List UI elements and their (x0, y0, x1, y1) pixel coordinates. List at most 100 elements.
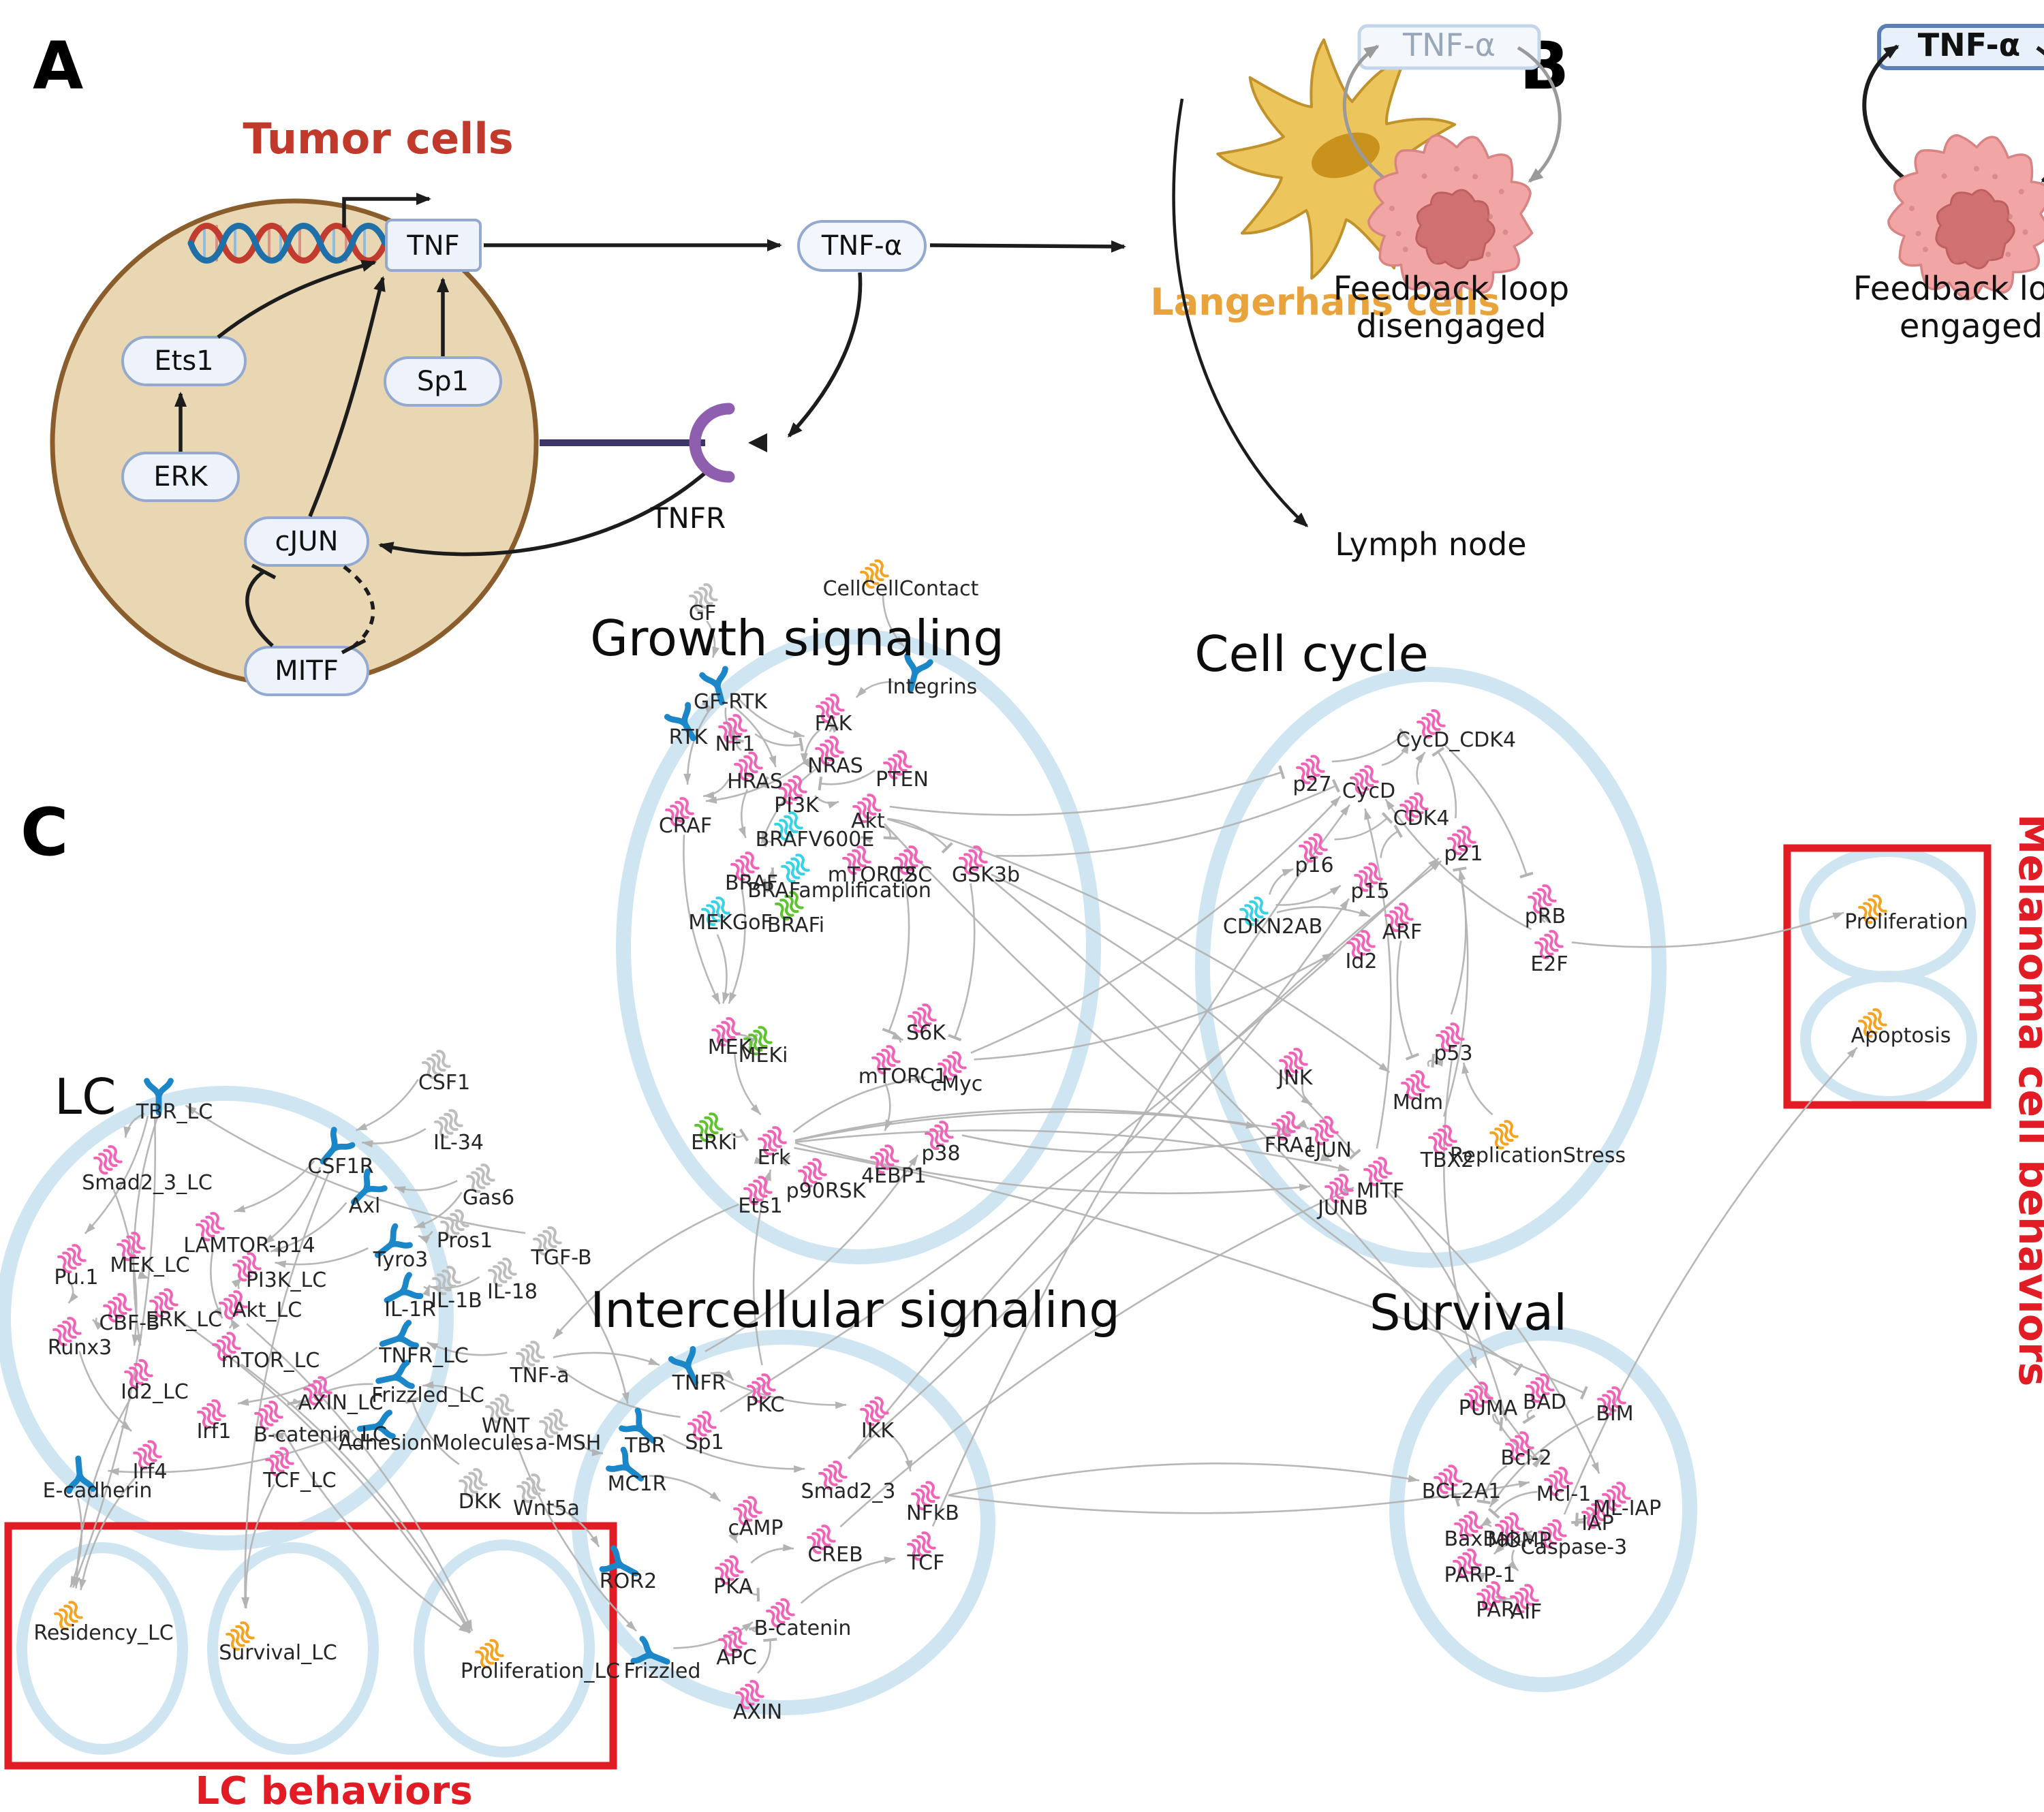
edge-Frizzled_LC-B-catenin_LC (295, 1383, 373, 1408)
node-label-TBR_LC: TBR_LC (136, 1100, 213, 1124)
node-label-APC: APC (716, 1646, 757, 1670)
edge-IL-34-CSF1R (361, 1128, 427, 1148)
node-label-NF1: NF1 (715, 732, 756, 756)
edge-TCF_LC-Survival_LC (241, 1484, 275, 1609)
svg-text:TNF-α: TNF-α (821, 230, 902, 262)
node-label-ML-IAP: ML-IAP (1593, 1497, 1661, 1520)
node-label-Smad2_3: Smad2_3 (801, 1480, 896, 1503)
node-label-PARP-1: PARP-1 (1444, 1563, 1516, 1587)
node-label-IKK: IKK (861, 1419, 895, 1443)
langerhans-cell-icon (1216, 38, 1457, 280)
node-label-B-catenin_LC: B-catenin_LC (253, 1423, 387, 1447)
cluster-survival (1389, 1326, 1697, 1692)
tnfr-label: TNFR (650, 501, 726, 535)
cluster-cellcycle (1195, 667, 1667, 1268)
svg-text:engaged: engaged (1900, 307, 2043, 345)
edge-Akt_LC-Proliferation_LC (246, 1323, 474, 1631)
node-label-TBX2: TBX2 (1420, 1149, 1474, 1172)
node-label-ROR2: ROR2 (600, 1569, 657, 1593)
node-label-CSF1: CSF1 (418, 1071, 470, 1095)
node-label-IL-34: IL-34 (433, 1131, 484, 1155)
edge-TNF-a-TNFR_LC (427, 1341, 508, 1356)
node-label-IL-1B: IL-1B (431, 1289, 482, 1313)
cjun-node: cJUN (244, 516, 369, 567)
svg-text:disengaged: disengaged (1356, 307, 1546, 345)
edge-Gas6-Tyro3 (414, 1191, 463, 1229)
node-label-CBF-B: CBF-B (99, 1311, 159, 1335)
edge-PTEN-PI3K (818, 769, 876, 791)
melanoma-behaviors-label: Melanoma cell behaviors (2009, 814, 2044, 1387)
edge-TGF-B-TBR (557, 1261, 630, 1404)
node-label-JUNB: JUNB (1316, 1196, 1368, 1220)
node-label-PKC: PKC (745, 1393, 784, 1417)
edge-Integrins-FAK (855, 681, 894, 698)
node-label-IL-18: IL-18 (487, 1280, 538, 1304)
node-label-p27: p27 (1292, 772, 1331, 796)
edge-CDK4-CycD_CDK4 (1415, 751, 1426, 785)
edge-PKC-Erk (752, 1169, 772, 1366)
node-label-E2F: E2F (1530, 952, 1568, 976)
melanoma-cell-icon (1367, 134, 1534, 300)
node-label-NFkB: NFkB (906, 1501, 959, 1525)
node-label-BRAF: BRAF (725, 871, 778, 895)
edge-Smad2_3_LC-Id2_LC (110, 1183, 140, 1346)
edge-HRAS-BRAF (738, 789, 749, 839)
edge-B-catenin-TCF (800, 1556, 896, 1604)
node-label-S6K: S6K (906, 1021, 946, 1045)
node-label-Id2: Id2 (1346, 950, 1378, 973)
edge-BRAFV600E-BRAF (760, 835, 772, 847)
edge-Caspase-3-Apoptosis (1563, 1046, 1858, 1515)
behavior-circle-4 (414, 1540, 595, 1758)
edge-GF-RTK-RTK (702, 701, 713, 713)
node-label-TNFR: TNFR (672, 1371, 726, 1395)
node-label-CSF1R: CSF1R (307, 1155, 373, 1178)
edge-BAD-Bcl-2 (1522, 1409, 1536, 1424)
edge-DKK-Frizzled_LC (405, 1396, 460, 1465)
node-label-TNFR_LC: TNFR_LC (378, 1344, 469, 1368)
node-label-Bcl-2: Bcl-2 (1500, 1446, 1551, 1470)
tnf-gene-box: TNF (385, 219, 482, 272)
edge-Frizzled-B-catenin (673, 1621, 754, 1649)
edge-cMyc-CycD (970, 796, 1342, 1054)
feedback-engaged: TNF-α Feedback loop engaged (1853, 24, 2044, 345)
node-label-GF: GF (689, 602, 717, 625)
box-lc-behaviors (4, 1522, 617, 1770)
edge-TNFR-IKK (710, 1371, 847, 1409)
edge-Pros1-Tyro3 (418, 1230, 433, 1244)
node-label-PTEN: PTEN (876, 768, 929, 792)
node-label-HRAS: HRAS (727, 770, 783, 794)
edge-TNFR-p38 (704, 1154, 919, 1353)
edge-Mcl-1-BaxBak (1487, 1490, 1538, 1519)
edge-Tyro3-PI3K_LC (275, 1247, 369, 1268)
edge-CycD_CDK4-pRB (1442, 743, 1534, 879)
node-label-GF-RTK: GF-RTK (694, 690, 768, 714)
edge-AXIN-B-catenin (757, 1638, 777, 1674)
edge-IL-1B-IL-1R (422, 1284, 431, 1297)
node-label-PAR: PAR (1476, 1598, 1515, 1622)
edge-BRAFi-BRAF (762, 878, 773, 893)
node-label-p90RSK: p90RSK (786, 1179, 867, 1203)
edge-BaxBak-MOMP (1480, 1516, 1492, 1528)
edge-PI3K-Akt (814, 795, 839, 809)
to-lymph-node-arrow (1172, 98, 1309, 528)
node-label-BAD: BAD (1523, 1390, 1566, 1414)
edge-p21-CycD_CDK4 (1431, 747, 1457, 819)
edge-p53-PUMA (1442, 1060, 1477, 1369)
edge-p53-Mdm (1431, 1055, 1444, 1067)
node-label-Akt: Akt (851, 809, 885, 833)
edge-GF-RTK-CRAF (683, 707, 712, 785)
edge-p15-CDK4 (1380, 824, 1403, 858)
node-label-PKA: PKA (713, 1575, 753, 1599)
node-label-CycD_CDK4: CycD_CDK4 (1396, 728, 1516, 752)
node-label-Survival_LC: Survival_LC (219, 1641, 337, 1665)
edge-Erk-BIM (794, 1146, 1588, 1400)
node-label-mTORC1: mTORC1 (858, 1065, 948, 1089)
node-label-Mcl-1: Mcl-1 (1536, 1482, 1592, 1506)
edge-Smad2_3-p21 (848, 860, 1442, 1460)
edge-Ets1-TNF-a (553, 1203, 739, 1340)
edge-mTORC1-S6K (891, 1032, 903, 1044)
node-label-Akt_LC: Akt_LC (232, 1298, 302, 1322)
feedback-disengaged: TNF-α Feedback loop disengaged (1333, 24, 1569, 345)
